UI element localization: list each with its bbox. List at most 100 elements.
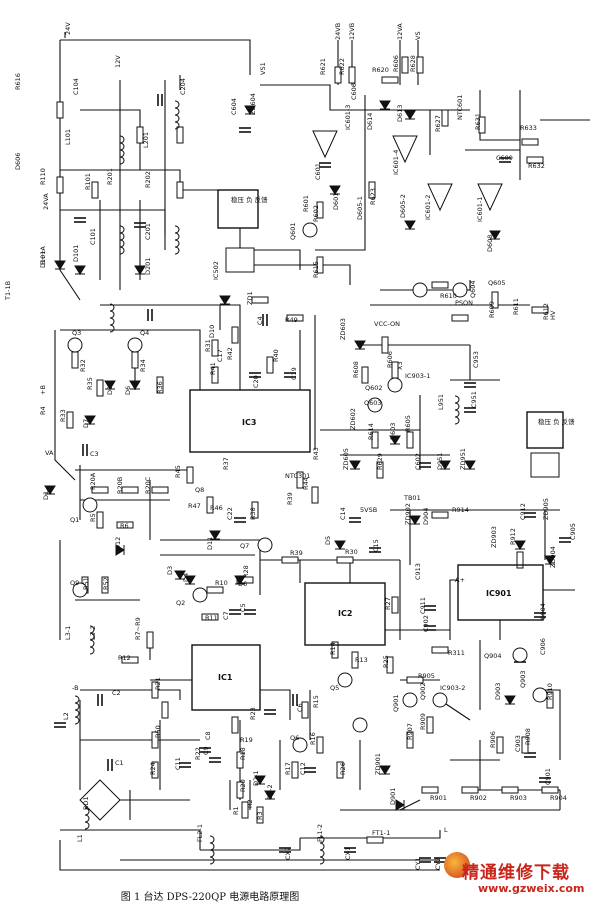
resistor-22 [478, 116, 486, 134]
transistor-10 [257, 537, 273, 553]
label-t1b: T1-1B [4, 281, 12, 301]
watermark-url[interactable]: www.gzweix.com [478, 882, 585, 895]
label-d6051: D605-1 [356, 196, 364, 220]
label-r20b: R20B [116, 477, 124, 494]
label-ft1: FT1-1 [372, 829, 390, 837]
diode-99 [184, 575, 196, 585]
label-r4: R4 [39, 406, 47, 415]
label-r17: R17 [284, 762, 292, 775]
label-c19: C19 [290, 367, 298, 380]
optocoupler-0 [225, 247, 255, 273]
label-r633: R633 [520, 124, 537, 132]
label-d101a: D101A [39, 246, 47, 268]
wire-88 [540, 689, 561, 760]
diode-49 [104, 380, 116, 390]
label-r601: R601 [302, 195, 310, 212]
bridge-rectifier-bd1 [79, 779, 121, 821]
label-r34: R34 [139, 359, 147, 372]
label-l101: L101 [64, 129, 72, 145]
label-r22: R22 [194, 747, 202, 760]
inductor-coil-7 [74, 695, 80, 725]
inductor-coil-1 [119, 225, 125, 255]
resistor-15 [348, 66, 356, 84]
resistor-43 [231, 326, 239, 344]
label-d3: D3 [166, 566, 174, 575]
label-c104: C104 [72, 78, 80, 95]
ic1-label: IC1 [218, 673, 233, 682]
label-r20c: R20C [144, 476, 152, 494]
resistor-120 [406, 731, 414, 749]
diode-12 [244, 105, 256, 115]
diode-57 [84, 415, 96, 425]
label-d10: D10 [208, 325, 216, 338]
label-r905: R905 [418, 672, 435, 680]
resistor-48 [96, 379, 104, 397]
wire-77 [200, 838, 301, 851]
label-cx1: CX1 [344, 847, 352, 860]
capacitor-156 [279, 847, 291, 853]
label-r30: R30 [345, 548, 358, 556]
wire-61 [260, 689, 291, 720]
label-d8: D8 [106, 386, 114, 395]
label-r13: R13 [355, 656, 368, 664]
capacitor-40 [262, 314, 268, 326]
opamp-0 [392, 135, 418, 164]
label-r631: R631 [474, 113, 482, 130]
label-r45: R45 [174, 465, 182, 478]
label-d951: D951 [436, 453, 444, 470]
ic3-block [189, 389, 311, 453]
label-zd1: ZD1 [246, 291, 254, 305]
label-c913: C913 [414, 563, 422, 580]
capacitor-139 [107, 759, 113, 771]
label-c9: C9 [202, 746, 210, 755]
label-r39: R39 [290, 549, 303, 557]
regulator-block-top [217, 189, 259, 229]
rail-label-5: 12VA [396, 23, 404, 40]
label-c904: C904 [539, 603, 547, 620]
resistor-52 [211, 366, 219, 384]
capacitor-62 [464, 407, 476, 413]
resistor-23 [521, 138, 539, 146]
rail-label-3: 24VB [334, 23, 342, 40]
label-c606: C606 [350, 83, 358, 100]
label-r609: R609 [488, 301, 496, 318]
label-d613: D613 [396, 105, 404, 122]
diode-42 [219, 295, 231, 305]
label-q7: Q7 [240, 542, 249, 550]
label-r606: R606 [392, 55, 400, 72]
opamp-2 [477, 183, 503, 212]
label-r615: R615 [312, 261, 320, 278]
resistor-47 [131, 351, 139, 369]
diode-32 [489, 230, 501, 240]
label-r49: R49 [285, 316, 298, 324]
label-d7: D7 [82, 419, 90, 428]
label-q904: Q904 [484, 652, 502, 660]
label-r10: R10 [215, 579, 228, 587]
label-d21: D2-1 [252, 770, 260, 786]
label-x3: X3 [396, 361, 404, 370]
capacitor-68 [419, 462, 431, 468]
rail-label-2: 24VA [42, 193, 50, 210]
label-q3: Q3 [72, 329, 81, 337]
diode-31 [404, 220, 416, 230]
label-ic502: IC502 [212, 261, 220, 280]
transistor-9 [192, 587, 208, 603]
label-q901: Q901 [392, 694, 400, 712]
resistor-81 [96, 511, 104, 529]
resistor-71 [186, 466, 194, 484]
transistor-5 [387, 377, 403, 393]
label-r3: R3 [256, 811, 264, 820]
resistor-46 [71, 351, 79, 369]
label-zd603: ZD603 [339, 318, 347, 340]
label-d5: D5 [324, 536, 332, 545]
inductor-coil-6 [89, 625, 95, 655]
label-d1: D1 [42, 491, 50, 500]
resistor-149 [241, 801, 249, 819]
ic3-label: IC3 [242, 418, 256, 427]
inductor-coil-0 [119, 135, 125, 165]
label-c20: C20 [252, 375, 260, 388]
inductor-coil-3 [174, 225, 180, 255]
capacitor-157 [344, 847, 356, 853]
wire-33 [380, 280, 471, 291]
label-r2: R2 [246, 799, 254, 808]
